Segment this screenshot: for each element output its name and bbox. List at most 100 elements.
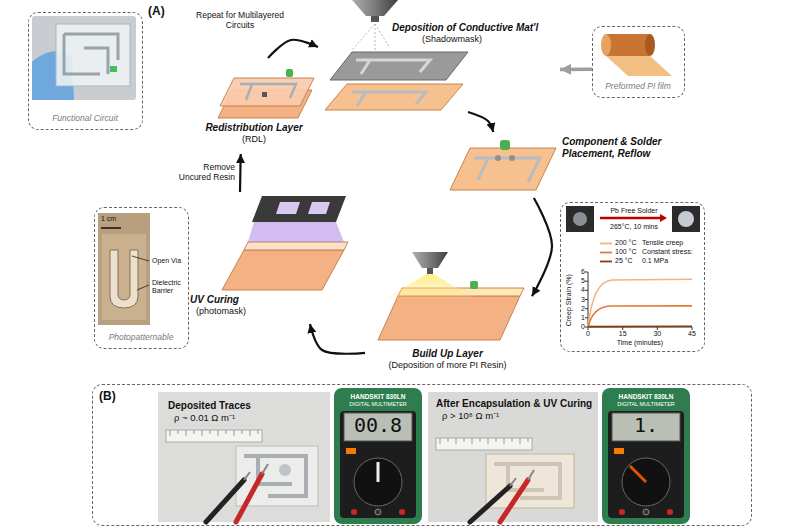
model-label: DIGITAL MULTIMETER — [338, 401, 418, 408]
step-title: Component & Solder Placement, Reflow — [562, 136, 672, 160]
process-step: UV Curing(photomask) — [190, 192, 350, 324]
axis-title: Creep Strain (%) — [565, 270, 573, 330]
step-title: Build Up Layer — [365, 348, 530, 360]
creep-curve — [588, 325, 692, 327]
tick-label: 1 — [575, 314, 585, 322]
led — [500, 140, 510, 150]
photo-title: After Encapsulation & UV Curing — [436, 398, 594, 410]
solder-blob — [509, 155, 515, 161]
legend-note: 0.1 MPa — [642, 257, 668, 265]
led — [110, 66, 117, 72]
step-note: (Deposition of more PI Resin) — [365, 360, 530, 371]
ruler — [436, 438, 532, 450]
text-stack: Component & Solder Placement, Reflow — [562, 136, 672, 160]
film-roll — [645, 34, 655, 56]
legend-line — [600, 243, 612, 245]
inset-caption: Preformed PI film — [593, 81, 683, 91]
dial-pointer — [377, 462, 380, 482]
text-stack: Build Up Layer(Deposition of more PI Res… — [365, 348, 530, 371]
multimeter: HANDSKIT 830LNDIGITAL MULTIMETER00.8 — [334, 388, 422, 524]
resistivity-value: ρ > 10⁸ Ω m⁻¹ — [442, 410, 594, 421]
mask-opening — [356, 60, 430, 74]
legend-text: 100 °C — [615, 248, 636, 256]
dial-pointer — [630, 466, 646, 482]
solder-photo — [672, 206, 700, 232]
film-roll — [606, 34, 650, 56]
led — [470, 281, 478, 289]
ruler-tick — [170, 430, 258, 436]
annotation: 265°C, 10 mins — [599, 223, 669, 231]
open-via — [110, 250, 138, 308]
selector-dial — [622, 458, 670, 506]
probe-tip — [510, 478, 516, 486]
process-step: Redistribution Layer(RDL) — [190, 58, 320, 154]
circuit-trace — [64, 34, 118, 74]
scale-bar — [101, 227, 121, 229]
solder-ball — [678, 211, 694, 227]
meter-reading: 1. — [606, 414, 686, 436]
photo-inset: Photopatternable — [94, 207, 189, 349]
photo-background — [158, 392, 330, 522]
jack — [399, 509, 405, 515]
photo-inset: Preformed PI film — [592, 26, 685, 98]
legend-row: 100 °C — [600, 248, 640, 257]
pi-layer — [378, 296, 520, 340]
contact-pad — [279, 464, 291, 476]
creep-curve — [588, 306, 692, 327]
feed-arrow — [560, 67, 592, 71]
text-stack: Deposition of Conductive Mat'l(Shadowmas… — [392, 22, 558, 45]
circuit-film — [56, 24, 130, 86]
tick-label: 15 — [616, 330, 630, 338]
photo-background — [32, 16, 136, 100]
black-probe — [206, 480, 244, 522]
multimeter-body — [602, 388, 690, 524]
solder-blob — [495, 155, 501, 161]
step-title: Redistribution Layer — [190, 122, 318, 134]
range-mark — [346, 448, 356, 454]
annotation: Pb Free Solder — [599, 207, 669, 215]
probe-tip — [244, 472, 250, 480]
callout-label: Open Via — [152, 257, 186, 265]
process-arrow — [310, 324, 365, 354]
legend-text: 25 °C — [615, 257, 633, 265]
tick-label: 0 — [581, 330, 595, 338]
multimeter-body — [334, 388, 422, 524]
legend-line — [600, 252, 612, 254]
uv-beam — [248, 222, 344, 242]
process-step: Component & Solder Placement, Reflow — [448, 132, 674, 198]
tick-label: 6 — [575, 268, 585, 276]
inset-caption: Functional Circuit — [29, 113, 141, 123]
legend-swatch — [600, 239, 612, 248]
jack — [351, 509, 357, 515]
range-mark — [614, 448, 624, 454]
selector-dial — [354, 458, 402, 506]
mask-window — [276, 202, 300, 214]
process-step: Build Up Layer(Deposition of more PI Res… — [365, 252, 532, 378]
red-probe — [500, 480, 528, 522]
circuit-trace — [474, 158, 540, 182]
photomask — [252, 196, 346, 222]
pi-film — [325, 84, 463, 110]
text-stack: After Encapsulation & UV Curingρ > 10⁸ Ω… — [436, 398, 594, 421]
via — [262, 92, 267, 97]
circuit-trace — [352, 92, 426, 106]
jack — [619, 509, 625, 515]
photo-panel: After Encapsulation & UV Curingρ > 10⁸ Ω… — [428, 392, 598, 522]
step-note: (photomask) — [196, 306, 300, 317]
pi-film — [450, 148, 556, 190]
solder-ball — [573, 212, 587, 226]
tick-mark — [585, 272, 692, 330]
text-stack: HANDSKIT 830LNDIGITAL MULTIMETER1. — [606, 393, 686, 436]
process-arrow — [239, 154, 242, 192]
chart-axis — [588, 272, 692, 327]
process-arrow — [532, 198, 552, 296]
legend-swatch — [600, 257, 612, 266]
probe-tip — [528, 470, 534, 480]
step-note: (RDL) — [190, 134, 318, 145]
step-title: Deposition of Conductive Mat'l — [392, 22, 558, 34]
model-label: DIGITAL MULTIMETER — [606, 401, 686, 408]
shadow-mask — [330, 52, 468, 80]
